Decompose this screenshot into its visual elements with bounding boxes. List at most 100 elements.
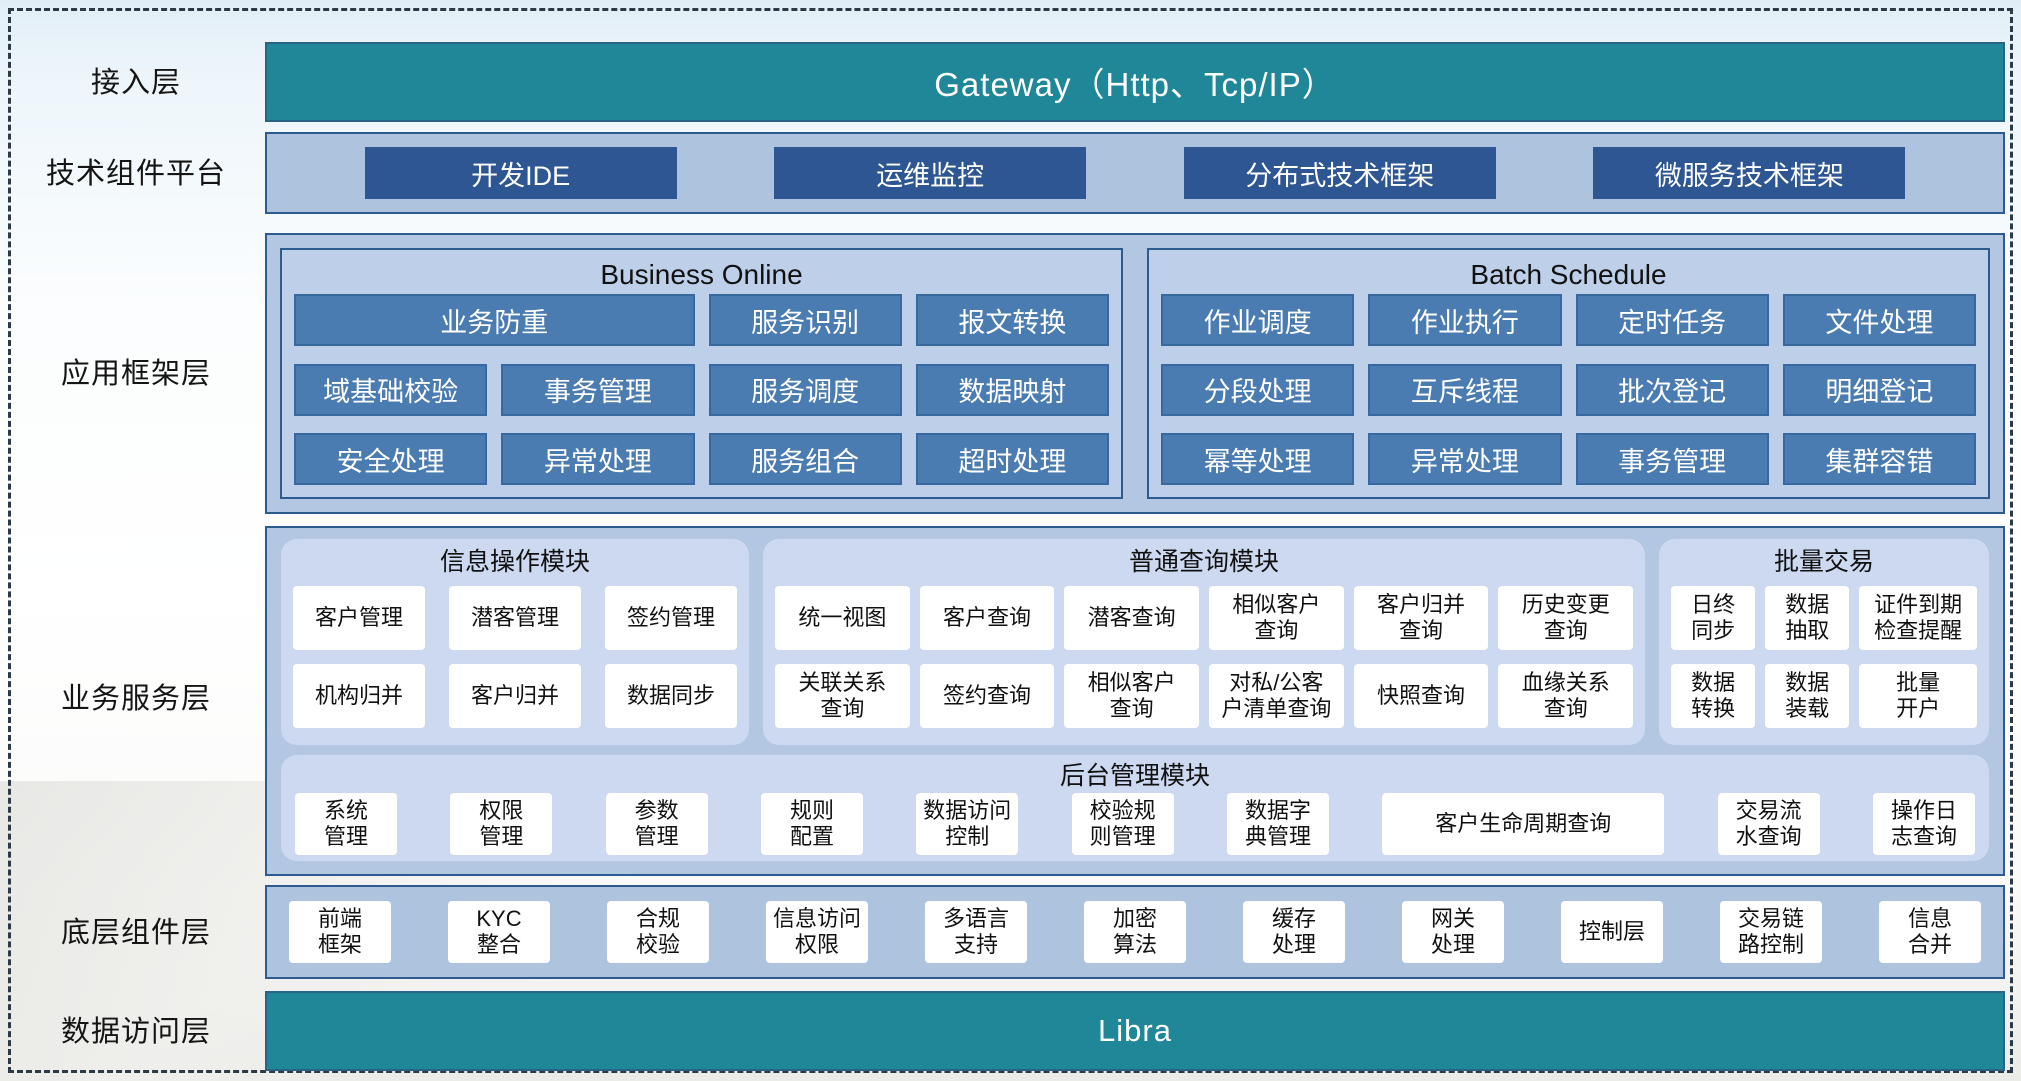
online-box: 业务防重 [294, 294, 695, 346]
admin-box: 校验规 则管理 [1071, 793, 1174, 855]
service-box: 统一视图 [775, 586, 910, 650]
tech-platform-bar: 开发IDE 运维监控 分布式技术框架 微服务技术框架 [265, 132, 2005, 214]
tech-item: 运维监控 [774, 147, 1087, 199]
service-box: 证件到期 检查提醒 [1859, 586, 1977, 650]
libra-label: Libra [1098, 1013, 1172, 1048]
service-box: 潜客查询 [1064, 586, 1200, 650]
business-service-panel: 信息操作模块 客户管理 潜客管理 签约管理 机构归并 客户归并 数据同步 普通查… [265, 526, 2005, 876]
batch-box: 批次登记 [1575, 363, 1769, 416]
service-box: 数据 转换 [1671, 664, 1756, 728]
batch-box: 幂等处理 [1161, 433, 1355, 485]
layer-label-service: 业务服务层 [60, 683, 211, 715]
module-title: 信息操作模块 [439, 548, 590, 576]
tech-item: 分布式技术框架 [1183, 147, 1496, 199]
service-box: 潜客管理 [449, 586, 581, 650]
base-box: 网关 处理 [1402, 901, 1504, 963]
service-box: 客户归并 [449, 664, 581, 728]
admin-box: 数据访问 控制 [916, 793, 1019, 855]
tech-item: 微服务技术框架 [1593, 147, 1906, 199]
online-box: 报文转换 [915, 294, 1109, 346]
service-box: 历史变更 查询 [1498, 586, 1634, 650]
online-box: 异常处理 [501, 433, 695, 485]
tech-item: 开发IDE [364, 147, 677, 199]
batch-box: 分段处理 [1161, 363, 1355, 416]
service-box: 对私/公客 户清单查询 [1209, 664, 1344, 728]
service-box: 机构归并 [293, 664, 425, 728]
service-box: 签约查询 [919, 664, 1055, 728]
service-box: 客户查询 [919, 586, 1055, 650]
batch-box: 定时任务 [1575, 294, 1769, 346]
base-box: 多语言 支持 [925, 901, 1027, 963]
base-box: KYC 整合 [448, 901, 550, 963]
admin-box: 参数 管理 [605, 793, 708, 855]
service-box: 相似客户 查询 [1209, 586, 1344, 650]
service-box: 客户归并 查询 [1353, 586, 1489, 650]
service-box: 快照查询 [1353, 664, 1489, 728]
online-box: 服务组合 [708, 433, 902, 485]
base-box: 信息访问 权限 [766, 901, 868, 963]
business-online-panel: Business Online 业务防重 服务识别 报文转换 域基础校验 事务管… [280, 248, 1123, 499]
service-modules-row: 信息操作模块 客户管理 潜客管理 签约管理 机构归并 客户归并 数据同步 普通查… [281, 539, 1989, 745]
base-box: 交易链 路控制 [1720, 901, 1822, 963]
service-box: 客户管理 [293, 586, 425, 650]
gateway-bar: Gateway（Http、Tcp/IP） [265, 42, 2005, 122]
business-online-grid: 业务防重 服务识别 报文转换 域基础校验 事务管理 服务调度 数据映射 安全处理… [294, 294, 1109, 485]
architecture-diagram: 接入层 技术组件平台 应用框架层 业务服务层 底层组件层 数据访问层 Gatew… [8, 8, 2013, 1073]
layer-label-tech: 技术组件平台 [45, 158, 226, 190]
business-online-title: Business Online [600, 259, 803, 290]
base-box: 控制层 [1561, 901, 1663, 963]
admin-box: 权限 管理 [450, 793, 553, 855]
base-box: 缓存 处理 [1243, 901, 1345, 963]
service-box: 数据 装载 [1765, 664, 1850, 728]
online-box: 事务管理 [501, 363, 695, 416]
service-box: 日终 同步 [1671, 586, 1756, 650]
batch-schedule-grid: 作业调度 作业执行 定时任务 文件处理 分段处理 互斥线程 批次登记 明细登记 … [1161, 294, 1976, 485]
admin-box: 规则 配置 [760, 793, 863, 855]
batch-box: 异常处理 [1368, 433, 1562, 485]
admin-box: 操作日 志查询 [1872, 793, 1975, 855]
base-box: 信息 合并 [1879, 901, 1981, 963]
module-backend-admin: 后台管理模块 系统 管理 权限 管理 参数 管理 规则 配置 数据访问 控制 校… [281, 755, 1989, 861]
module-title: 批量交易 [1773, 548, 1874, 576]
service-box: 相似客户 查询 [1064, 664, 1200, 728]
service-box: 关联关系 查询 [775, 664, 910, 728]
service-box: 签约管理 [605, 586, 737, 650]
base-components-bar: 前端 框架 KYC 整合 合规 校验 信息访问 权限 多语言 支持 加密 算法 … [265, 885, 2005, 979]
service-box: 批量 开户 [1859, 664, 1977, 728]
module-title: 普通查询模块 [1128, 548, 1279, 576]
online-box: 安全处理 [294, 433, 488, 485]
layer-label-base: 底层组件层 [60, 917, 211, 949]
online-box: 服务调度 [708, 363, 902, 416]
batch-box: 明细登记 [1782, 363, 1976, 416]
layer-label-data-access: 数据访问层 [60, 1016, 211, 1048]
layer-label-access: 接入层 [90, 67, 181, 99]
module-batch-transaction: 批量交易 日终 同步 数据 抽取 证件到期 检查提醒 数据 转换 数据 装载 批… [1659, 539, 1989, 745]
batch-box: 作业调度 [1161, 294, 1355, 346]
batch-box: 作业执行 [1368, 294, 1562, 346]
module-info-operation: 信息操作模块 客户管理 潜客管理 签约管理 机构归并 客户归并 数据同步 [281, 539, 749, 745]
admin-box: 系统 管理 [295, 793, 397, 855]
base-box: 前端 框架 [289, 901, 391, 963]
online-box: 超时处理 [915, 433, 1109, 485]
layer-label-app: 应用框架层 [60, 358, 211, 390]
batch-box: 集群容错 [1782, 433, 1976, 485]
service-box: 数据同步 [605, 664, 737, 728]
module-general-query: 普通查询模块 统一视图 客户查询 潜客查询 相似客户 查询 客户归并 查询 历史… [763, 539, 1645, 745]
batch-schedule-panel: Batch Schedule 作业调度 作业执行 定时任务 文件处理 分段处理 … [1147, 248, 1990, 499]
batch-schedule-title: Batch Schedule [1470, 259, 1667, 290]
admin-box: 交易流 水查询 [1717, 793, 1820, 855]
base-box: 加密 算法 [1084, 901, 1186, 963]
batch-box: 互斥线程 [1368, 363, 1562, 416]
module-title: 后台管理模块 [1059, 762, 1210, 790]
batch-box: 文件处理 [1782, 294, 1976, 346]
libra-bar: Libra [265, 991, 2005, 1071]
online-box: 域基础校验 [294, 363, 488, 416]
admin-box: 数据字 典管理 [1226, 793, 1329, 855]
batch-box: 事务管理 [1575, 433, 1769, 485]
online-box: 服务识别 [708, 294, 902, 346]
online-box: 数据映射 [915, 363, 1109, 416]
gateway-label: Gateway（Http、Tcp/IP） [934, 66, 1336, 103]
base-box: 合规 校验 [607, 901, 709, 963]
app-framework-panel: Business Online 业务防重 服务识别 报文转换 域基础校验 事务管… [265, 233, 2005, 514]
admin-box: 客户生命周期查询 [1382, 793, 1665, 855]
